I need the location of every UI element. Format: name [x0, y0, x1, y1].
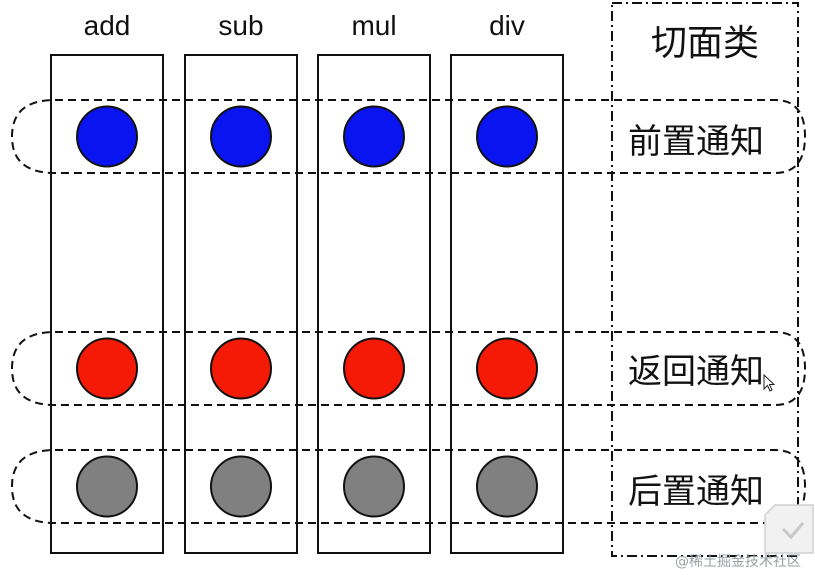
aspect-class-title: 切面类	[650, 23, 759, 64]
method-label-div: div	[489, 10, 525, 41]
advice-dot-div-1	[476, 105, 538, 168]
advice-dot-sub-1	[210, 105, 272, 168]
corner-decoration-icon	[764, 504, 814, 554]
advice-band-1	[10, 99, 807, 174]
advice-dot-div-2	[476, 337, 538, 400]
method-column-sub	[184, 54, 298, 554]
advice-label-2: 返回通知	[628, 352, 764, 392]
method-column-mul	[317, 54, 431, 554]
method-label-mul: mul	[351, 10, 397, 41]
advice-dot-mul-3	[343, 455, 405, 518]
advice-dot-mul-2	[343, 337, 405, 400]
mouse-cursor-icon	[763, 374, 775, 392]
advice-dot-add-2	[76, 337, 138, 400]
method-column-add	[50, 54, 164, 554]
advice-band-2	[10, 331, 807, 406]
watermark-text: @稀土掘金技术社区	[675, 554, 801, 570]
method-label-add: add	[83, 10, 131, 41]
advice-band-3	[10, 449, 807, 524]
advice-dot-sub-3	[210, 455, 272, 518]
advice-dot-mul-1	[343, 105, 405, 168]
advice-dot-sub-2	[210, 337, 272, 400]
aspect-class-box	[611, 2, 799, 557]
advice-label-1: 前置通知	[628, 122, 764, 162]
method-label-sub: sub	[218, 10, 264, 41]
advice-dot-div-3	[476, 455, 538, 518]
advice-label-3: 后置通知	[628, 472, 764, 512]
method-column-div	[450, 54, 564, 554]
advice-dot-add-3	[76, 455, 138, 518]
advice-dot-add-1	[76, 105, 138, 168]
